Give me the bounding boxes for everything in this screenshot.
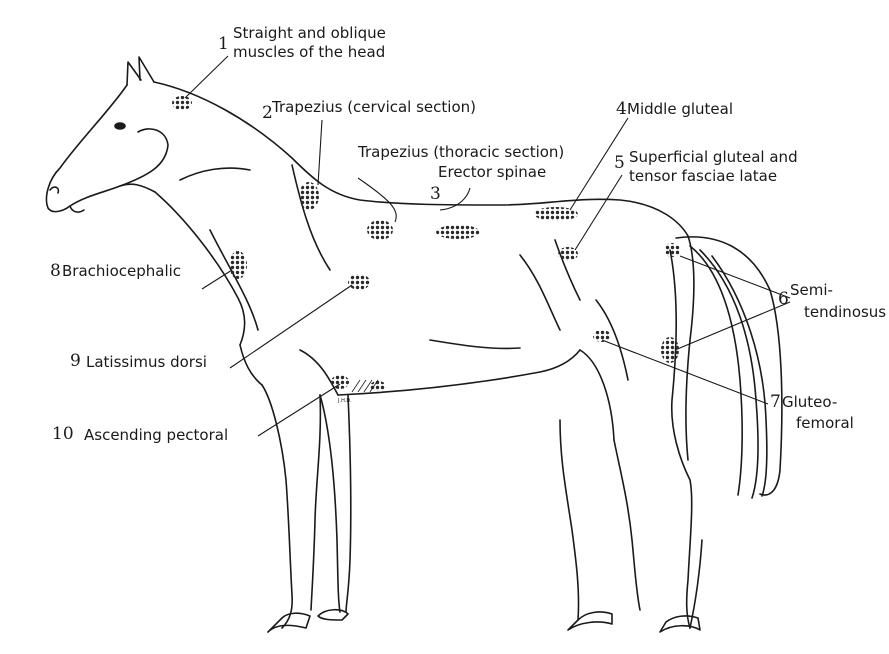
- label-9-line-1: Latissimus dorsi: [86, 353, 207, 372]
- label-5-line-2: tensor fasciae latae: [629, 167, 829, 186]
- ear-right: [139, 57, 154, 82]
- leader-line-2: [318, 120, 322, 185]
- label-10-line-1: Ascending pectoral: [84, 426, 228, 445]
- tail-strand-1: [690, 246, 742, 495]
- patch-middle-gluteal: [534, 207, 578, 221]
- label-6-line-2: tendinosus: [804, 303, 886, 322]
- label-6-number: 6: [778, 290, 789, 309]
- neck-crease: [180, 168, 250, 180]
- label-1-number: 1: [218, 35, 229, 54]
- stifle: [580, 350, 614, 440]
- label-3-number: 3: [430, 185, 441, 204]
- label-2-line-1: Trapezius (cervical section): [272, 98, 476, 117]
- far-hind-hoof: [660, 616, 700, 632]
- patch-ascending-pectoral-1: [331, 375, 349, 389]
- hock: [690, 540, 702, 628]
- label-4-number: 4: [616, 100, 627, 119]
- jaw: [70, 206, 84, 212]
- patch-erector-spinae: [436, 225, 480, 239]
- label-7-number: 7: [770, 393, 781, 412]
- label-5-line-1: Superficial gluteal and: [629, 148, 829, 167]
- label-8-number: 8: [50, 262, 61, 281]
- tail-top: [676, 237, 782, 495]
- leader-line-5: [575, 175, 622, 250]
- near-foreleg-front: [262, 385, 292, 628]
- hind-cannon: [560, 420, 579, 620]
- patch-semitendinosus-upper: [664, 243, 680, 257]
- far-hoof: [318, 610, 348, 620]
- tail-strand-2: [700, 250, 758, 498]
- hind-leg-front: [614, 440, 640, 610]
- hind-hoof: [568, 612, 612, 630]
- far-foreleg: [320, 395, 340, 612]
- label-4-line-1: Middle gluteal: [627, 100, 733, 119]
- label-7-line-2: femoral: [796, 414, 854, 433]
- leader-line-9: [230, 285, 352, 368]
- label-3-line-2: Erector spinae: [438, 163, 546, 182]
- label-1-line-1: Straight and oblique: [233, 24, 433, 43]
- label-1-line-2: muscles of the head: [233, 43, 433, 62]
- patch-brachiocephalic: [229, 251, 247, 279]
- leader-line-6a: [680, 256, 790, 298]
- artist-monogram: J.H.D.: [337, 398, 352, 404]
- label-7-line-1: Gluteo-: [782, 393, 837, 412]
- patch-superficial-gluteal: [558, 247, 578, 261]
- horse-eye: [115, 123, 125, 129]
- label-6-line-1: Semi-: [790, 281, 833, 300]
- nostril: [50, 187, 58, 193]
- patch-latissimus-dorsi: [348, 274, 370, 290]
- muscle-patches: [172, 96, 680, 391]
- far-foreleg-2: [346, 395, 351, 612]
- patch-semitendinosus-lower: [661, 337, 679, 363]
- cheek: [120, 129, 168, 186]
- patch-ascending-pectoral-2: [370, 381, 386, 391]
- leader-line-1: [185, 56, 228, 98]
- patch-gluteofemoral: [593, 330, 611, 342]
- gaskin: [670, 250, 692, 628]
- label-8-line-1: Brachiocephalic: [62, 262, 181, 281]
- label-9-number: 9: [70, 352, 81, 371]
- buttock: [686, 236, 694, 460]
- scapula-line: [292, 165, 330, 270]
- head-profile: [47, 85, 156, 212]
- label-10-number: 10: [52, 425, 74, 444]
- label-5-number: 5: [614, 154, 625, 173]
- near-foreleg-back: [311, 395, 320, 610]
- label-3-line-1: Trapezius (thoracic section): [358, 143, 564, 162]
- flank-line: [520, 255, 560, 330]
- patch-head-muscles: [172, 96, 192, 110]
- patch-trapezius-cervical: [299, 182, 319, 210]
- stomach-crease: [430, 340, 520, 348]
- leader-line-3b: [440, 188, 470, 210]
- chest: [240, 345, 262, 385]
- patch-trapezius-thoracic: [367, 220, 393, 240]
